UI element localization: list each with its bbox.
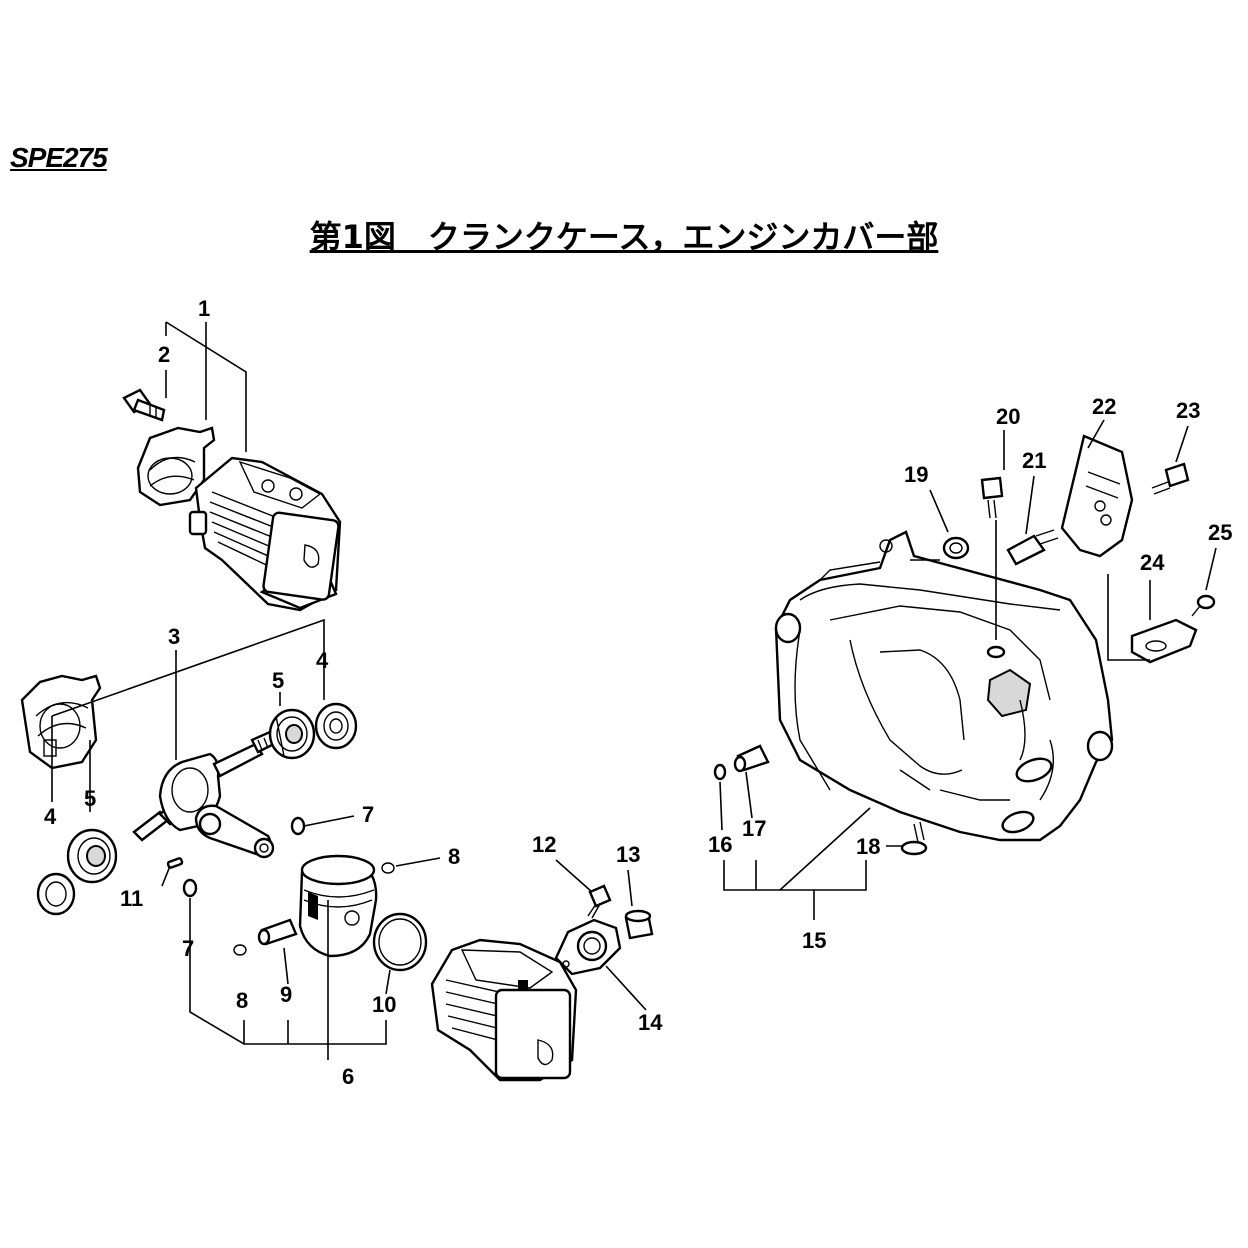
callout-4-lower: 4 [44,804,57,829]
diagram-title: 第1図 クランクケース，エンジンカバー部 [309,218,939,256]
crankshaft [132,730,276,859]
guide-plate [1060,434,1134,558]
callout-21: 21 [1022,448,1046,473]
callout-5-upper: 5 [272,668,284,693]
callout-10: 10 [372,992,396,1017]
callout-7-upper: 7 [362,802,374,827]
callout-13: 13 [616,842,640,867]
callout-23: 23 [1176,398,1200,423]
callout-3: 3 [168,624,180,649]
grommet [942,536,970,560]
callout-22: 22 [1092,394,1116,419]
ball-bearing-upper [268,708,316,760]
callout-18: 18 [856,834,880,859]
bushing [624,909,654,940]
callout-11: 11 [120,886,143,911]
piston-ring [372,912,428,972]
callout-2: 2 [158,342,170,367]
callout-25: 25 [1208,520,1232,545]
key [166,857,184,869]
callout-9: 9 [280,982,292,1007]
callout-8-upper: 8 [448,844,460,869]
callout-7-lower: 7 [182,936,194,961]
nipple [733,744,770,773]
circlip-a [290,816,306,836]
model-code: SPE275 [10,142,108,173]
callout-5-lower: 5 [84,786,96,811]
leader-lines [51,321,1217,1060]
crankcase-assembly [774,530,1114,842]
callout-19: 19 [904,462,928,487]
screw [587,884,612,919]
callout-24: 24 [1140,550,1165,575]
ball-bearing-lower [66,828,118,884]
callout-16: 16 [708,832,732,857]
piston-assembly [298,854,378,958]
crankcase-half [20,674,102,770]
cylinder-center [430,938,578,1082]
callout-12: 12 [532,832,556,857]
callout-numbers: 1 2 3 4 5 4 5 7 8 11 7 8 9 10 6 12 13 14… [44,296,1232,1089]
cylinder-assembly [136,426,342,612]
bolt [900,821,928,856]
stud-bolt [1006,529,1059,566]
oil-seal-upper [314,702,358,750]
chain-catcher [1130,618,1198,664]
callout-17: 17 [742,816,766,841]
piston-pin [257,918,298,946]
o-ring [713,763,727,781]
needle-bearing-b [233,944,247,956]
callout-1: 1 [198,296,210,321]
bar-bolt [980,476,1004,519]
callout-20: 20 [996,404,1020,429]
oil-seal-lower [36,872,76,916]
circlip-b [182,878,198,898]
intake-insulator [554,918,622,976]
callout-6: 6 [342,1064,354,1089]
callout-14: 14 [638,1010,663,1035]
callout-15: 15 [802,928,826,953]
cylinder-bolt [122,388,166,422]
needle-bearing-a [381,862,395,874]
callout-4-upper: 4 [316,648,329,673]
catcher-screw [1191,594,1216,617]
callout-8-lower: 8 [236,988,248,1013]
plate-screw [1151,462,1190,495]
